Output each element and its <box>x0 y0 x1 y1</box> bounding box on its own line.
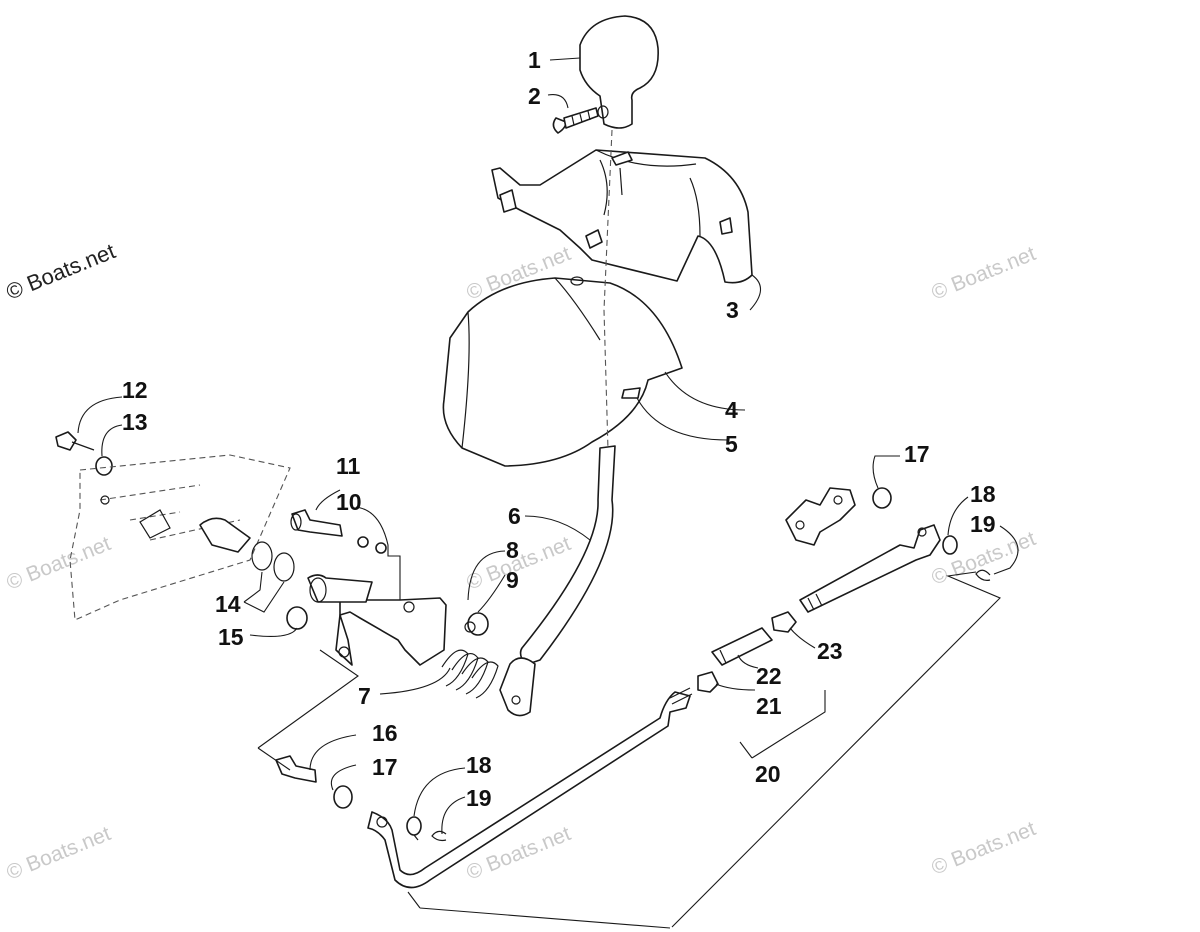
shift-rod <box>367 687 693 889</box>
washer-10b <box>375 542 387 554</box>
watermark-main: © Boats.net <box>3 238 119 304</box>
callout-9: 9 <box>506 567 519 593</box>
pivot-bolt-16 <box>275 755 317 783</box>
callout-23: 23 <box>817 638 843 664</box>
nut-21 <box>697 671 719 693</box>
callout-18-upper: 18 <box>970 481 996 507</box>
callout-20: 20 <box>755 761 781 787</box>
callout-4: 4 <box>725 397 738 423</box>
bushing-17-upper <box>872 487 892 509</box>
callout-15: 15 <box>218 624 244 650</box>
washer-10a <box>357 536 369 548</box>
washer-18-lower <box>406 816 422 836</box>
shift-bracket <box>307 574 447 666</box>
callouts: 1 2 3 4 5 6 7 8 9 10 11 12 13 14 15 16 1… <box>122 47 996 811</box>
callout-6: 6 <box>508 503 521 529</box>
washer-13 <box>95 456 113 476</box>
callout-19-lower: 19 <box>466 785 492 811</box>
watermark-6: © Boats.net <box>3 822 114 885</box>
callout-18-lower: 18 <box>466 752 492 778</box>
chassis-mount-ghost <box>69 454 291 621</box>
callout-3: 3 <box>726 297 739 323</box>
washer-15 <box>286 606 308 630</box>
bolt-12 <box>55 431 95 451</box>
watermark-7: © Boats.net <box>463 822 574 885</box>
bushing-9 <box>464 612 489 636</box>
callout-17-lower: 17 <box>372 754 398 780</box>
bolt-11 <box>290 509 343 537</box>
callout-22: 22 <box>756 663 782 689</box>
callout-1: 1 <box>528 47 541 73</box>
return-spring <box>441 649 499 699</box>
callout-17-upper: 17 <box>904 441 930 467</box>
nut-23 <box>771 611 797 633</box>
callout-14: 14 <box>215 591 241 617</box>
e-clip-19-upper <box>975 569 991 581</box>
bushing-17-lower <box>333 785 353 809</box>
callout-7: 7 <box>358 683 371 709</box>
callout-2: 2 <box>528 83 541 109</box>
callout-19-upper: 19 <box>970 511 996 537</box>
o-rings-14 <box>251 541 295 582</box>
callout-13: 13 <box>122 409 148 435</box>
callout-16: 16 <box>372 720 398 746</box>
shift-lever <box>499 445 616 717</box>
callout-11: 11 <box>336 453 361 479</box>
e-clip-19-lower <box>431 830 447 842</box>
washer-18-upper <box>942 535 958 555</box>
leader-lines <box>77 57 1019 929</box>
watermark-2: © Boats.net <box>928 242 1039 305</box>
upper-shift-cover <box>491 149 753 284</box>
lower-shift-console <box>442 276 683 467</box>
callout-10: 10 <box>336 489 362 515</box>
transmission-arm <box>785 487 856 546</box>
callout-5: 5 <box>725 431 738 457</box>
callout-8: 8 <box>506 537 519 563</box>
shift-knob <box>579 15 659 129</box>
coupler-22 <box>711 627 773 666</box>
boot-grommet <box>621 387 641 399</box>
knob-screw <box>552 107 599 134</box>
watermark-3: © Boats.net <box>3 532 114 595</box>
watermark-8: © Boats.net <box>928 817 1039 880</box>
callout-21: 21 <box>756 693 782 719</box>
callout-12: 12 <box>122 377 148 403</box>
transmission-link <box>799 524 941 613</box>
